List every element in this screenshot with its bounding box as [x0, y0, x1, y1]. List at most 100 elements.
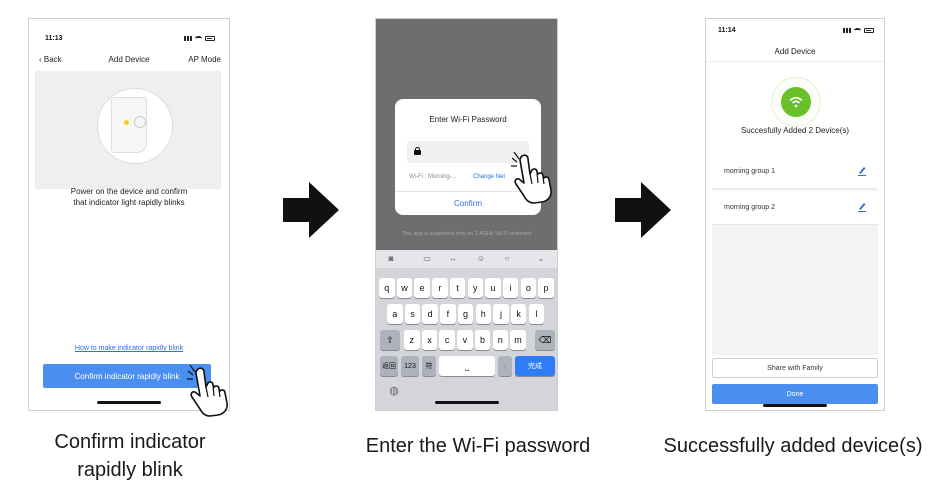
pointing-hand-icon [187, 365, 228, 417]
key-row-4: 返回 123 符 ⎵ · 完成 [376, 356, 557, 376]
search-icon[interactable]: ○ [504, 254, 510, 263]
key-t[interactable]: t [449, 278, 466, 298]
wifi-password-input[interactable] [407, 141, 529, 163]
list-item[interactable]: morning group 2 [712, 191, 878, 225]
home-indicator [97, 401, 161, 404]
instruction-line-1: Power on the device and confirm [70, 187, 188, 196]
key-z[interactable]: z [404, 330, 420, 350]
collapse-keyboard-icon[interactable]: ⌄ [537, 254, 545, 263]
ap-mode-button[interactable]: AP Mode [188, 55, 221, 64]
caption-step-3: Successfully added device(s) [663, 435, 923, 457]
battery-icon [864, 28, 874, 33]
key-c[interactable]: c [439, 330, 455, 350]
list-item[interactable]: morning group 1 [712, 155, 878, 189]
edit-icon[interactable] [858, 202, 866, 212]
wifi-network-label: Wi-Fi : Morning-... [409, 174, 457, 180]
space-key[interactable]: ⎵ [439, 356, 495, 376]
key-i[interactable]: i [502, 278, 519, 298]
success-circle [781, 87, 811, 117]
caption-step-2: Enter the Wi-Fi password [365, 435, 591, 457]
confirm-indicator-button[interactable]: Confirm indicator rapidly blink [43, 364, 211, 388]
globe-icon[interactable]: ◍ [389, 385, 399, 397]
key-s[interactable]: s [404, 304, 421, 324]
status-bar: 11:13 [29, 35, 229, 45]
key-n[interactable]: n [492, 330, 508, 350]
status-icons [843, 28, 874, 33]
done-key[interactable]: 完成 [515, 356, 555, 376]
status-bar: 11:14 [706, 27, 884, 37]
support-note: This app is supported only on 2.4GHz Wi-… [401, 231, 532, 237]
success-badge [771, 77, 821, 127]
status-time: 11:13 [45, 35, 63, 42]
instruction-line-2: that indicator light rapidly blinks [73, 198, 185, 207]
numbers-key[interactable]: 123 [401, 356, 419, 376]
key-d[interactable]: d [422, 304, 438, 324]
cursor-move-icon[interactable]: ↔ [449, 254, 457, 263]
key-h[interactable]: h [475, 304, 491, 324]
share-with-family-button[interactable]: Share with Family [712, 358, 878, 378]
key-r[interactable]: r [432, 278, 448, 298]
backspace-key[interactable]: ⌫ [535, 330, 555, 350]
wifi-icon [789, 96, 803, 108]
key-w[interactable]: w [396, 278, 413, 298]
emoji-icon[interactable]: ☺ [476, 254, 486, 263]
key-p[interactable]: p [538, 278, 554, 298]
dialog-title: Enter Wi-Fi Password [429, 115, 507, 124]
indicator-light-icon [124, 120, 129, 125]
phone-screen-confirm-indicator: 11:13 ‹ Back Add Device AP Mode Power on… [28, 18, 230, 411]
key-f[interactable]: f [440, 304, 456, 324]
wifi-status-icon [195, 36, 202, 41]
status-time: 11:14 [718, 27, 736, 34]
key-q[interactable]: q [379, 278, 395, 298]
keyboard-switch-icon[interactable]: ▭ [423, 254, 431, 263]
key-y[interactable]: y [467, 278, 483, 298]
key-j[interactable]: j [493, 304, 509, 324]
shift-key[interactable]: ⇧ [380, 330, 400, 350]
key-k[interactable]: k [510, 304, 527, 324]
key-u[interactable]: u [485, 278, 501, 298]
edit-icon[interactable] [858, 166, 866, 176]
key-v[interactable]: v [457, 330, 473, 350]
phone-screen-wifi-password: Enter Wi-Fi Password Wi-Fi : Morning-...… [375, 18, 558, 411]
wifi-password-dialog: Enter Wi-Fi Password Wi-Fi : Morning-...… [395, 99, 541, 215]
back-button[interactable]: ‹ Back [39, 55, 62, 64]
back-label: Back [43, 55, 62, 64]
dialog-divider [395, 191, 541, 192]
key-m[interactable]: m [510, 330, 526, 350]
keyboard-toolbar: ◙ ▭ ↔ ☺ ○ ⌄ [376, 250, 557, 268]
return-key[interactable]: 返回 [380, 356, 398, 376]
howto-link[interactable]: How to make indicator rapidly blink [74, 345, 184, 352]
dot-key[interactable]: · [498, 356, 512, 376]
battery-icon [205, 36, 215, 41]
caption-step-1: Confirm indicator rapidly blink [25, 428, 235, 481]
key-o[interactable]: o [520, 278, 537, 298]
key-l[interactable]: l [528, 304, 545, 324]
key-e[interactable]: e [414, 278, 430, 298]
illustration-circle [97, 88, 173, 164]
status-icons [184, 36, 215, 41]
key-b[interactable]: b [474, 330, 491, 350]
device-knob-icon [134, 116, 146, 128]
next-step-arrow-icon [615, 182, 671, 238]
device-illustration [35, 71, 221, 189]
signal-icon [843, 28, 851, 33]
key-g[interactable]: g [457, 304, 474, 324]
wifi-status-icon [854, 28, 861, 33]
done-button[interactable]: Done [712, 384, 878, 404]
page-title: Add Device [108, 55, 150, 64]
instruction-text: Power on the device and confirm that ind… [41, 186, 217, 208]
device-name: morning group 1 [724, 168, 775, 175]
phone-screen-success: 11:14 Add Device Succesfully Added 2 Dev… [705, 18, 885, 411]
change-network-link[interactable]: Change Net [473, 174, 506, 180]
key-x[interactable]: x [421, 330, 438, 350]
confirm-button[interactable]: Confirm [453, 199, 482, 208]
symbol-key[interactable]: 符 [422, 356, 436, 376]
device-name: morning group 2 [724, 204, 775, 211]
keyboard-logo-icon[interactable]: ◙ [388, 254, 394, 263]
pointing-hand-icon [511, 152, 552, 204]
key-a[interactable]: a [387, 304, 403, 324]
page-title: Add Device [774, 47, 816, 56]
